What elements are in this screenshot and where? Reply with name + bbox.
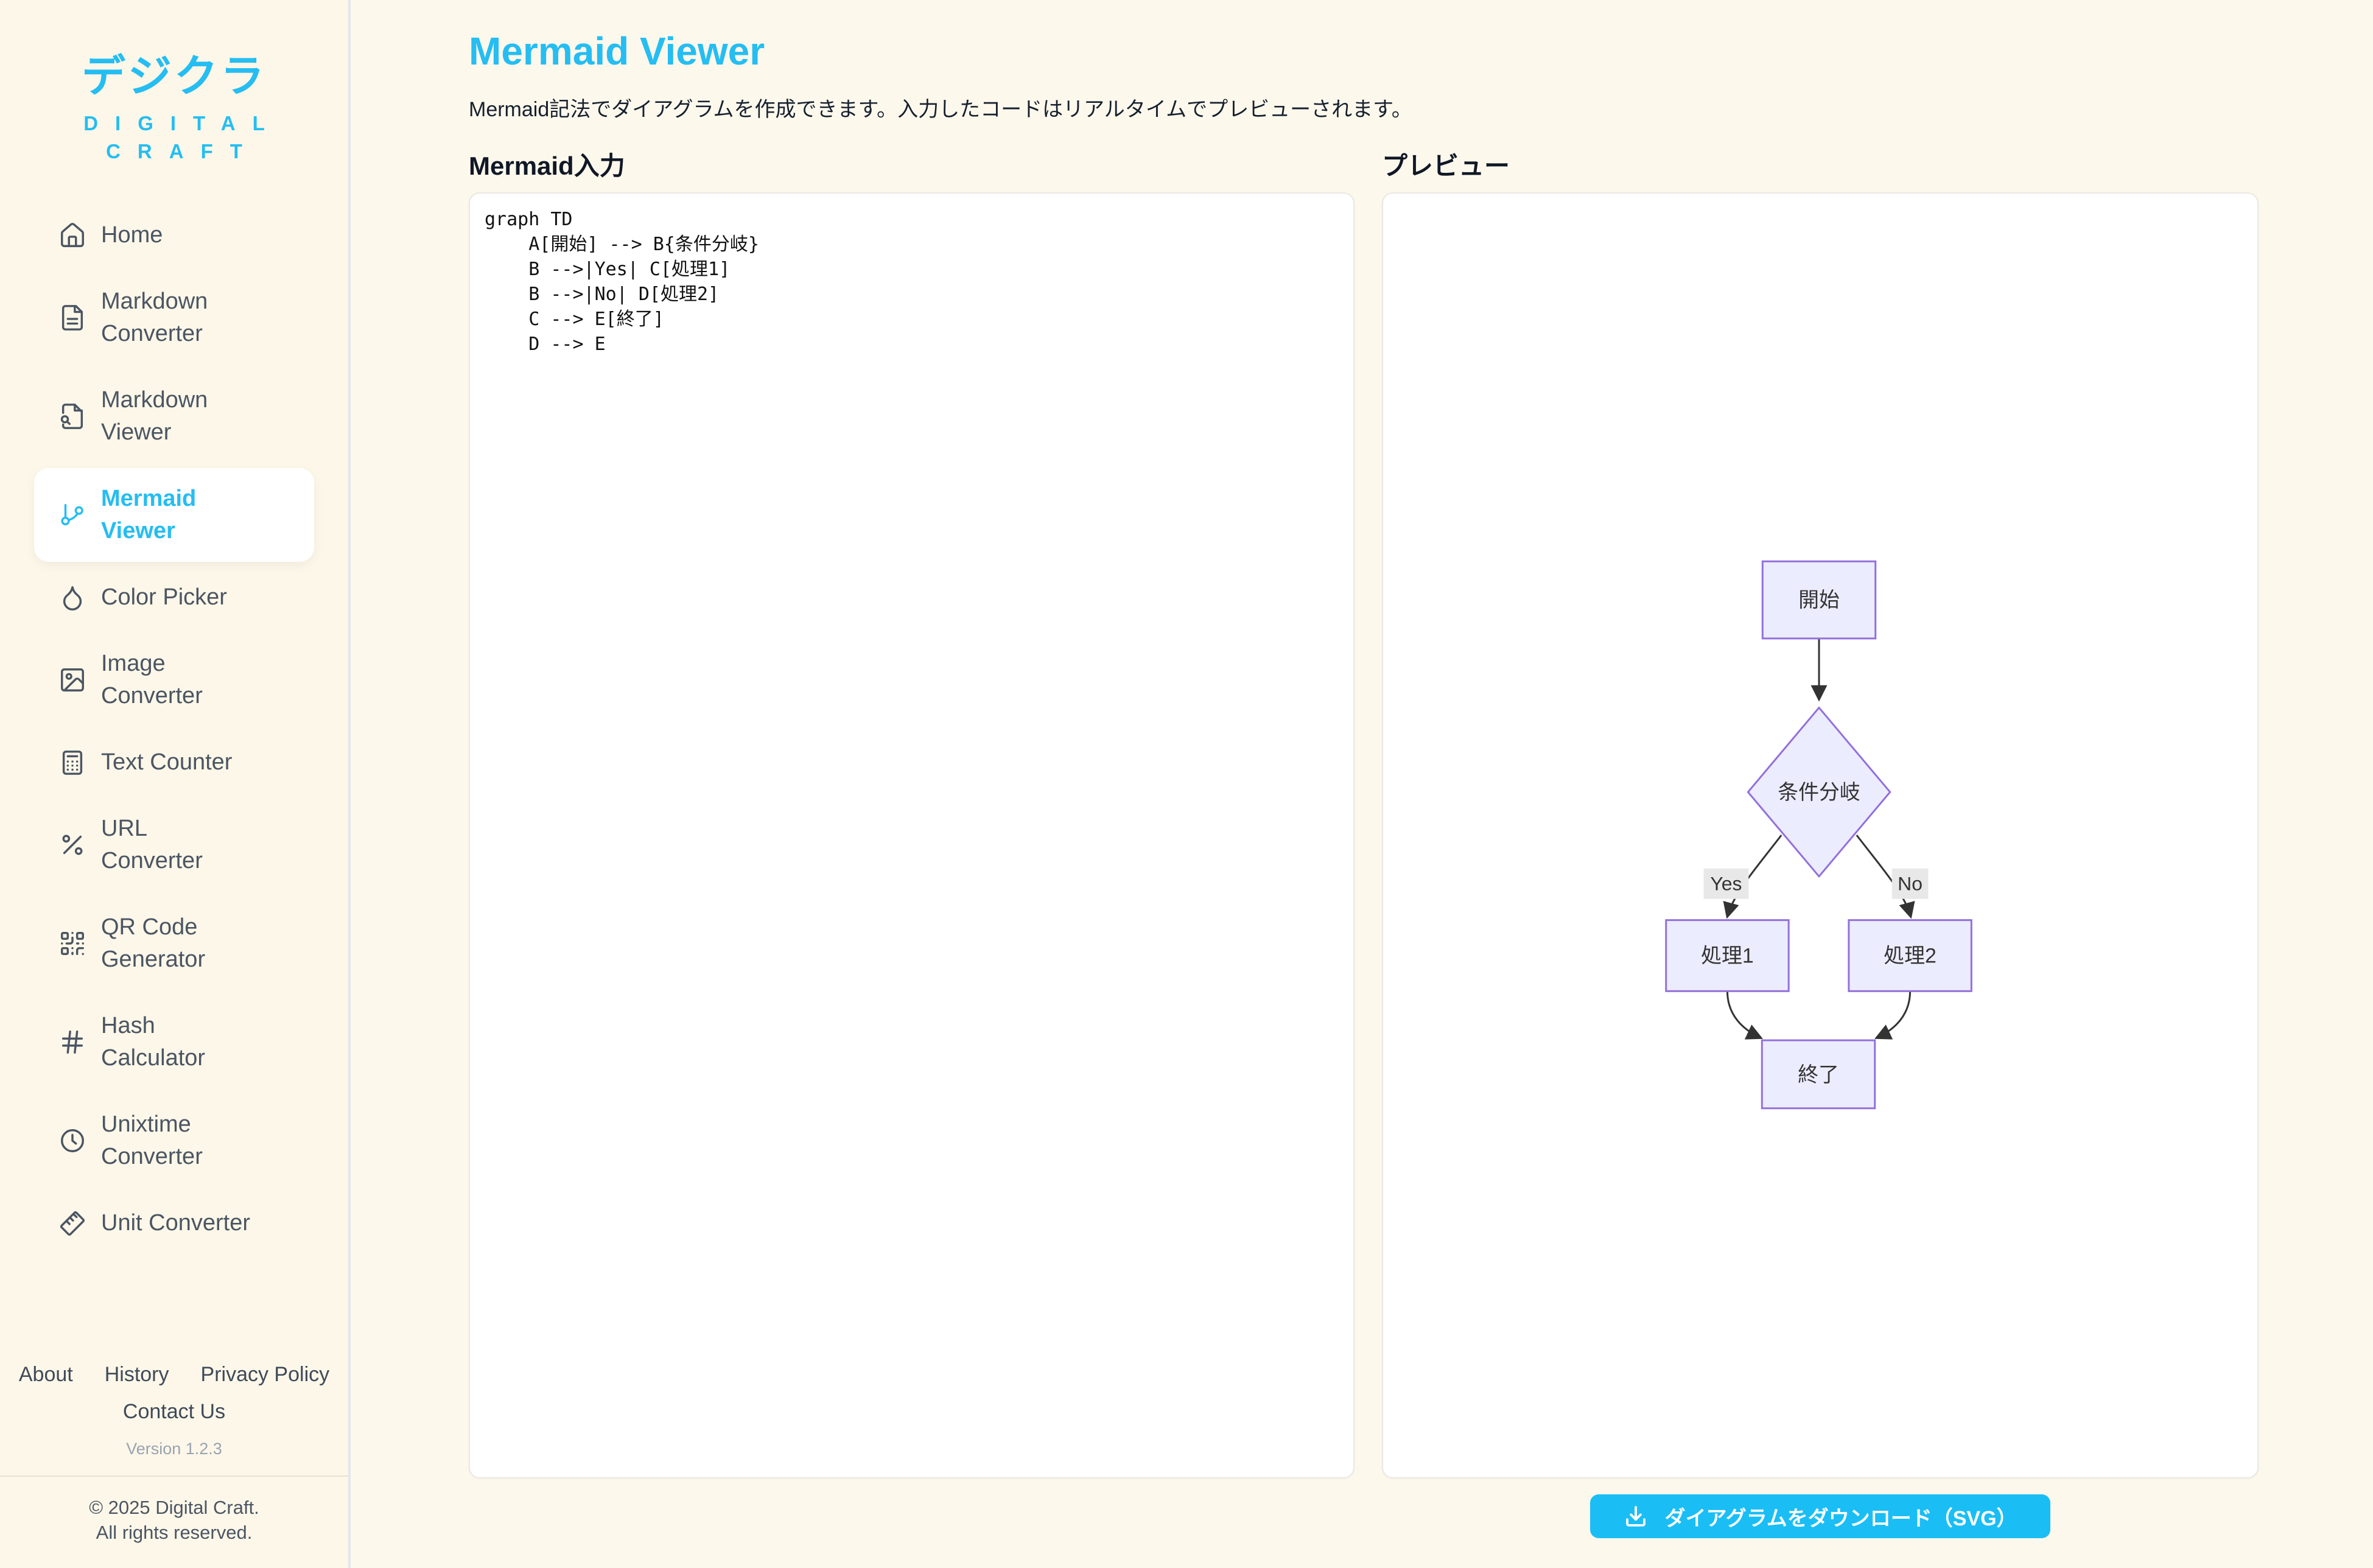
brand-tagline-line2: CRAFT (106, 140, 259, 163)
edge-B-D (1856, 835, 1915, 919)
flow-node-decision: 条件分岐 (1747, 706, 1891, 878)
sidebar: デジクラ DIGITAL CRAFT Home Markdown Convert… (0, 0, 351, 1568)
svg-text:Yes: Yes (1710, 873, 1742, 895)
sidebar-footer: About History Privacy Policy Contact Us … (0, 1363, 348, 1568)
footer-link-contact-us[interactable]: Contact Us (122, 1400, 226, 1423)
sidebar-nav: Home Markdown Converter Markdown Viewer … (34, 205, 314, 1254)
ruler-icon (60, 1211, 85, 1236)
sidebar-item-hash-calculator[interactable]: Hash Calculator (34, 995, 314, 1089)
flow-node-start: 開始 (1761, 560, 1877, 640)
flow-node-end: 終了 (1761, 1039, 1876, 1110)
brand-tagline-line1: DIGITAL (83, 112, 282, 135)
mermaid-input-panel: graph TD A[開始] --> B{条件分岐} B -->|Yes| C[… (469, 192, 1355, 1479)
footer-link-privacy-policy[interactable]: Privacy Policy (200, 1363, 330, 1386)
sidebar-item-label: Unit Converter (101, 1210, 250, 1236)
sidebar-item-label: Image Converter (101, 651, 203, 709)
sidebar-item-markdown-viewer[interactable]: Markdown Viewer (34, 369, 314, 463)
preview-section-heading: プレビュー (1382, 152, 1510, 180)
sidebar-item-label: QR Code Generator (101, 914, 206, 972)
svg-text:処理2: 処理2 (1884, 944, 1937, 967)
edge-label-no: No (1891, 868, 1929, 899)
sidebar-item-color-picker[interactable]: Color Picker (34, 567, 314, 628)
sidebar-item-label: URL Converter (101, 816, 203, 873)
mermaid-code-input[interactable]: graph TD A[開始] --> B{条件分岐} B -->|Yes| C[… (470, 194, 1353, 1477)
hash-icon (61, 1031, 83, 1054)
sidebar-item-label: Mermaid Viewer (101, 486, 197, 544)
main-content: Mermaid Viewer Mermaid記法でダイアグラムを作成できます。入… (351, 0, 2373, 1568)
svg-text:処理1: 処理1 (1701, 944, 1754, 967)
edge-label-yes: Yes (1703, 868, 1749, 899)
svg-text:開始: 開始 (1798, 589, 1840, 612)
sidebar-item-mermaid-viewer[interactable]: Mermaid Viewer (34, 468, 314, 562)
sidebar-item-home[interactable]: Home (34, 205, 314, 266)
sidebar-item-markdown-converter[interactable]: Markdown Converter (34, 271, 314, 365)
droplet-icon (63, 586, 82, 611)
sidebar-item-label: Text Counter (101, 749, 233, 775)
document-icon (61, 305, 83, 331)
image-icon (61, 668, 84, 691)
calculator-icon (62, 750, 83, 775)
edge-D-E (1874, 991, 1912, 1040)
sidebar-item-label: Color Picker (101, 584, 227, 610)
sidebar-item-qr-code-generator[interactable]: QR Code Generator (34, 897, 314, 990)
document-search-icon (60, 404, 83, 429)
qr-code-icon (61, 932, 84, 955)
preview-panel: Yes No 開始 条件分岐 処理1 (1382, 192, 2259, 1479)
download-icon (1626, 1506, 1646, 1527)
app-version: Version 1.2.3 (126, 1440, 222, 1458)
percent-icon (62, 835, 83, 855)
clock-icon (61, 1129, 84, 1152)
home-icon (61, 222, 84, 247)
sidebar-item-label: Home (101, 222, 163, 248)
input-section-heading: Mermaid入力 (469, 152, 625, 180)
footer-link-about[interactable]: About (18, 1363, 73, 1386)
brand-logo: デジクラ DIGITAL CRAFT (0, 55, 348, 166)
sidebar-item-text-counter[interactable]: Text Counter (34, 732, 314, 793)
sidebar-item-url-converter[interactable]: URL Converter (34, 798, 314, 892)
sidebar-item-image-converter[interactable]: Image Converter (34, 633, 314, 727)
brand-logo-text: デジクラ (81, 52, 267, 101)
copyright-line2: All rights reserved. (96, 1522, 253, 1543)
page-description: Mermaid記法でダイアグラムを作成できます。入力したコードはリアルタイムでプ… (469, 98, 1412, 121)
download-svg-button[interactable]: ダイアグラムをダウンロード（SVG） (1590, 1494, 2050, 1538)
page-title: Mermaid Viewer (469, 29, 765, 73)
flow-node-process2: 処理2 (1848, 919, 1972, 992)
svg-text:条件分岐: 条件分岐 (1778, 781, 1860, 804)
flow-node-process1: 処理1 (1665, 919, 1790, 992)
svg-text:No: No (1898, 873, 1923, 895)
sidebar-item-label: Hash Calculator (101, 1013, 206, 1071)
edge-C-E (1726, 991, 1763, 1040)
copyright-line1: © 2025 Digital Craft. (89, 1497, 259, 1518)
mermaid-diagram: Yes No 開始 条件分岐 処理1 (1665, 560, 1972, 1110)
sidebar-item-unixtime-converter[interactable]: Unixtime Converter (34, 1094, 314, 1188)
sidebar-item-unit-converter[interactable]: Unit Converter (34, 1192, 314, 1254)
copyright: © 2025 Digital Craft. All rights reserve… (0, 1475, 348, 1568)
svg-text:終了: 終了 (1798, 1063, 1839, 1087)
sidebar-item-label: Markdown Viewer (101, 387, 208, 445)
footer-link-history[interactable]: History (104, 1363, 169, 1386)
git-branch-icon (61, 503, 83, 526)
sidebar-item-label: Markdown Converter (101, 289, 208, 346)
sidebar-item-label: Unixtime Converter (101, 1111, 203, 1169)
download-button-label: ダイアグラムをダウンロード（SVG） (1664, 1507, 2017, 1530)
